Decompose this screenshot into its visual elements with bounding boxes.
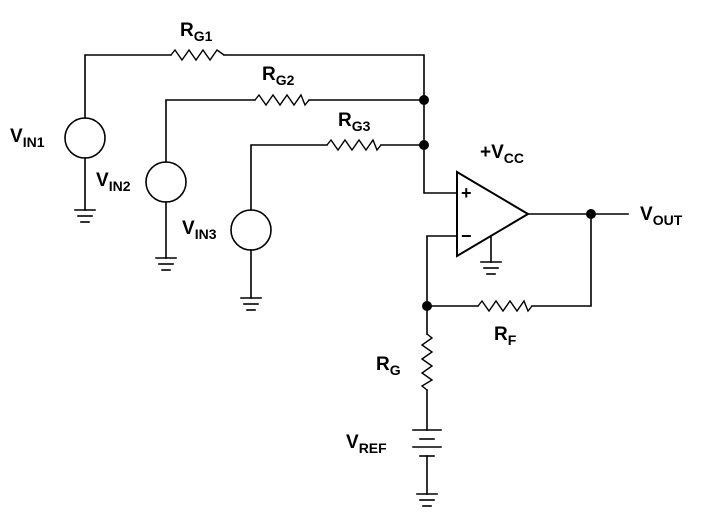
ground-vref: [416, 493, 438, 507]
wire-inverting-input: [426, 235, 458, 307]
wire-vin3-top: [250, 144, 328, 211]
label-vcc: +VCC: [480, 142, 524, 166]
opamp-minus-sign: −: [461, 226, 472, 246]
label-rg2: RG2: [262, 64, 295, 88]
label-rf: RF: [494, 324, 517, 348]
junction-node-output: [586, 209, 596, 219]
label-vout: VOUT: [640, 204, 683, 228]
label-vin1: VIN1: [10, 126, 45, 150]
resistor-rf: [477, 299, 533, 313]
wire-vin2-top: [165, 99, 256, 163]
label-rg3: RG3: [338, 110, 371, 134]
battery-vref: [412, 429, 442, 457]
opamp-plus-sign: +: [461, 183, 472, 203]
ground-vin3: [240, 297, 262, 311]
wire-rg3-right: [380, 144, 458, 194]
ground-opamp: [480, 261, 502, 275]
label-vref: VREF: [346, 432, 387, 456]
label-rg: RG: [376, 354, 401, 378]
ground-vin1: [74, 209, 96, 223]
resistor-rg1: [170, 48, 225, 62]
resistor-rg2: [254, 93, 310, 107]
resistor-rg3: [326, 138, 382, 152]
source-vin3: [230, 209, 272, 251]
wire-rg1-right: [223, 54, 425, 101]
wire-rf-right: [531, 213, 592, 307]
junction-node-rg2: [419, 95, 429, 105]
source-vin1: [64, 117, 106, 159]
junction-node-rg3: [419, 140, 429, 150]
label-vin2: VIN2: [96, 170, 131, 194]
label-rg1: RG1: [180, 20, 213, 44]
label-vin3: VIN3: [182, 218, 217, 242]
wire-vin1-top: [84, 54, 172, 119]
junction-node-inverting: [422, 301, 432, 311]
ground-vin2: [155, 257, 177, 271]
source-vin2: [145, 161, 187, 203]
resistor-rg: [420, 333, 434, 391]
opamp-triangle: [456, 170, 530, 258]
